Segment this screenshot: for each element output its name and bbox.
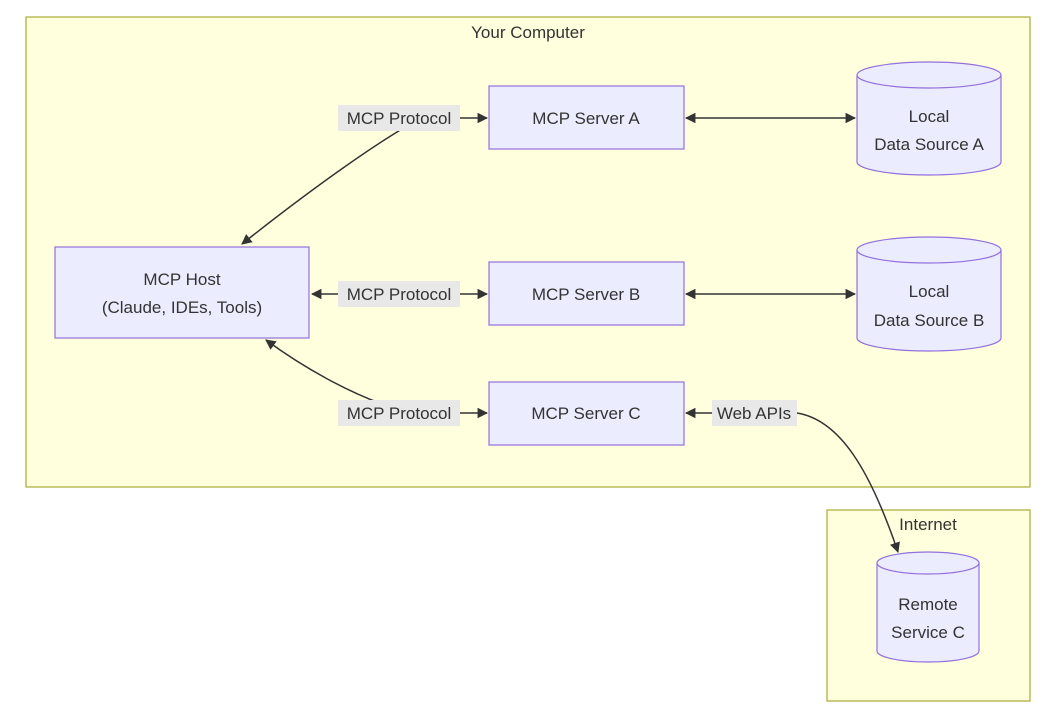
edge-server-c-remote-curve xyxy=(796,412,900,553)
edge-label-bg xyxy=(338,105,460,131)
edge-label-text: MCP Protocol xyxy=(347,404,452,423)
local-data-source-a-node: Local Data Source A xyxy=(856,61,1002,176)
mcp-server-b-box xyxy=(488,261,685,326)
mcp-host-node: MCP Host (Claude, IDEs, Tools) xyxy=(54,246,310,339)
edge-label-host-b: MCP Protocol xyxy=(338,281,460,307)
data-source-a-cylinder-top xyxy=(856,61,1002,89)
mcp-server-c-label: MCP Server C xyxy=(531,404,640,423)
remote-service-c-node: Remote Service C xyxy=(876,551,980,663)
edge-label-text: MCP Protocol xyxy=(347,109,452,128)
data-source-b-line1: Local xyxy=(909,282,950,301)
data-source-b-cylinder-top xyxy=(856,236,1002,264)
local-data-source-b-node: Local Data Source B xyxy=(856,236,1002,352)
data-source-a-line2: Data Source A xyxy=(874,135,984,154)
edge-label-text: MCP Protocol xyxy=(347,285,452,304)
mcp-server-c-node: MCP Server C xyxy=(488,381,685,446)
data-source-b-line2: Data Source B xyxy=(874,311,985,330)
internet-title: Internet xyxy=(899,515,957,534)
remote-service-c-cylinder-body xyxy=(876,563,980,663)
remote-service-c-cylinder-top xyxy=(876,551,980,575)
mcp-host-subtitle: (Claude, IDEs, Tools) xyxy=(102,298,262,317)
mcp-server-a-label: MCP Server A xyxy=(532,109,640,128)
mcp-host-box xyxy=(54,246,310,339)
edge-label-bg xyxy=(338,400,460,426)
your-computer-title: Your Computer xyxy=(471,23,585,42)
internet-cluster-box xyxy=(826,509,1031,702)
mcp-host-title: MCP Host xyxy=(143,270,220,289)
remote-service-c-line2: Service C xyxy=(891,623,965,642)
edge-label-bg xyxy=(338,281,460,307)
mcp-server-a-node: MCP Server A xyxy=(488,85,685,150)
edge-label-text: Web APIs xyxy=(717,404,791,423)
remote-service-c-line1: Remote xyxy=(898,595,958,614)
edge-label-web-apis: Web APIs xyxy=(712,400,797,426)
data-source-b-cylinder-body xyxy=(856,250,1002,352)
mcp-server-a-box xyxy=(488,85,685,150)
edge-label-host-c: MCP Protocol xyxy=(338,400,460,426)
internet-cluster: Internet xyxy=(826,509,1031,702)
mcp-server-b-label: MCP Server B xyxy=(532,285,640,304)
edge-labels: MCP Protocol MCP Protocol MCP Protocol W… xyxy=(338,105,797,426)
edge-label-bg xyxy=(712,400,797,426)
data-source-a-cylinder-body xyxy=(856,75,1002,176)
data-source-a-line1: Local xyxy=(909,107,950,126)
mcp-server-b-node: MCP Server B xyxy=(488,261,685,326)
edge-label-host-a: MCP Protocol xyxy=(338,105,460,131)
mcp-server-c-box xyxy=(488,381,685,446)
